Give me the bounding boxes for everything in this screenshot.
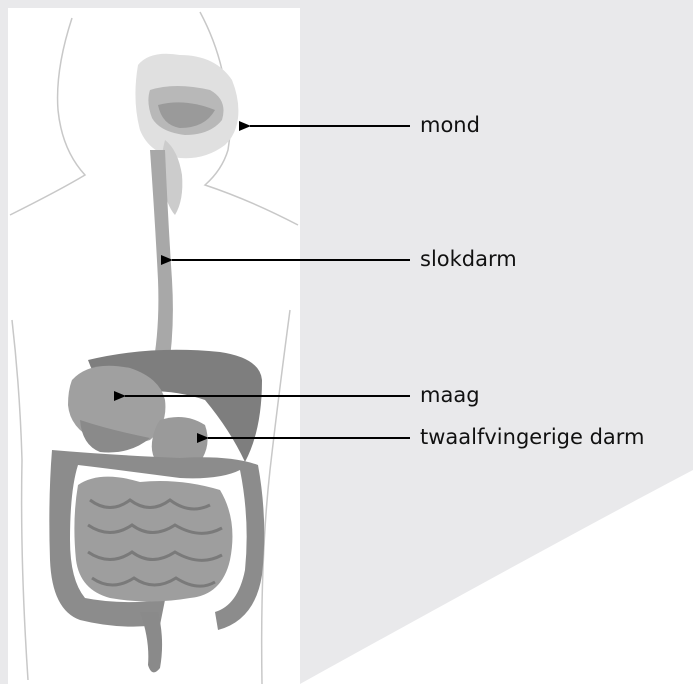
label-slokdarm: slokdarm — [420, 249, 517, 270]
label-twaalfvingerige-darm: twaalfvingerige darm — [420, 427, 645, 448]
label-mond: mond — [420, 115, 480, 136]
label-maag: maag — [420, 385, 480, 406]
small-intestine — [74, 477, 232, 602]
